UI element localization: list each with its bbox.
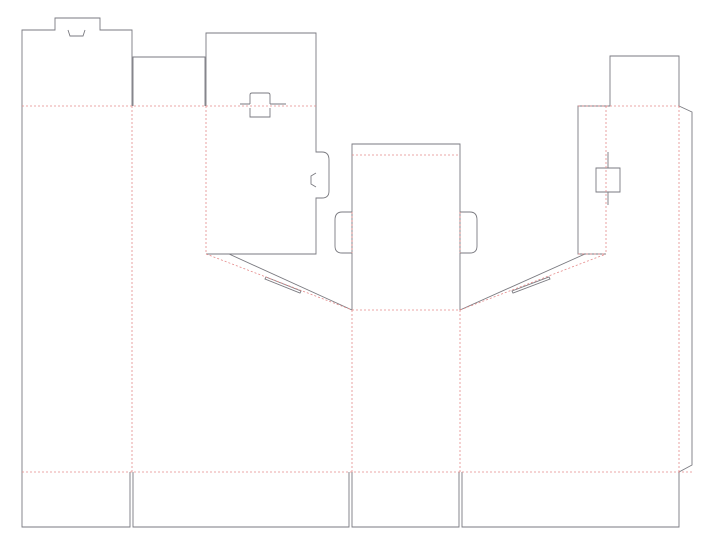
body-left-edge: [21, 472, 131, 528]
centre-top-panel: [351, 143, 461, 310]
hang-tab-notch: [67, 29, 86, 37]
centre-side-ear-left: [334, 211, 352, 254]
bottom-flap-2: [351, 472, 460, 528]
left-panel-outline: [21, 17, 133, 472]
top-lid-flap: [205, 32, 330, 255]
fold-gusset-right: [459, 253, 607, 311]
centre-side-ear-right: [460, 211, 478, 254]
fold-centre-ears: [351, 212, 461, 253]
right-flap-lock-tab: [595, 152, 621, 205]
bottom-flap-3: [461, 472, 680, 528]
cut-lines: [21, 17, 693, 528]
right-top-flap: [577, 55, 680, 255]
gusset-left-top: [206, 253, 353, 311]
gusset-right-slot: [511, 276, 551, 294]
right-glue-strip: [678, 105, 693, 473]
lid-lock-tab: [240, 92, 286, 118]
fold-lines: [22, 105, 692, 473]
top-dust-flap-left: [132, 56, 206, 106]
lid-side-notch: [310, 172, 317, 188]
gusset-left-slot: [264, 276, 302, 294]
bottom-flap-1: [132, 472, 350, 528]
